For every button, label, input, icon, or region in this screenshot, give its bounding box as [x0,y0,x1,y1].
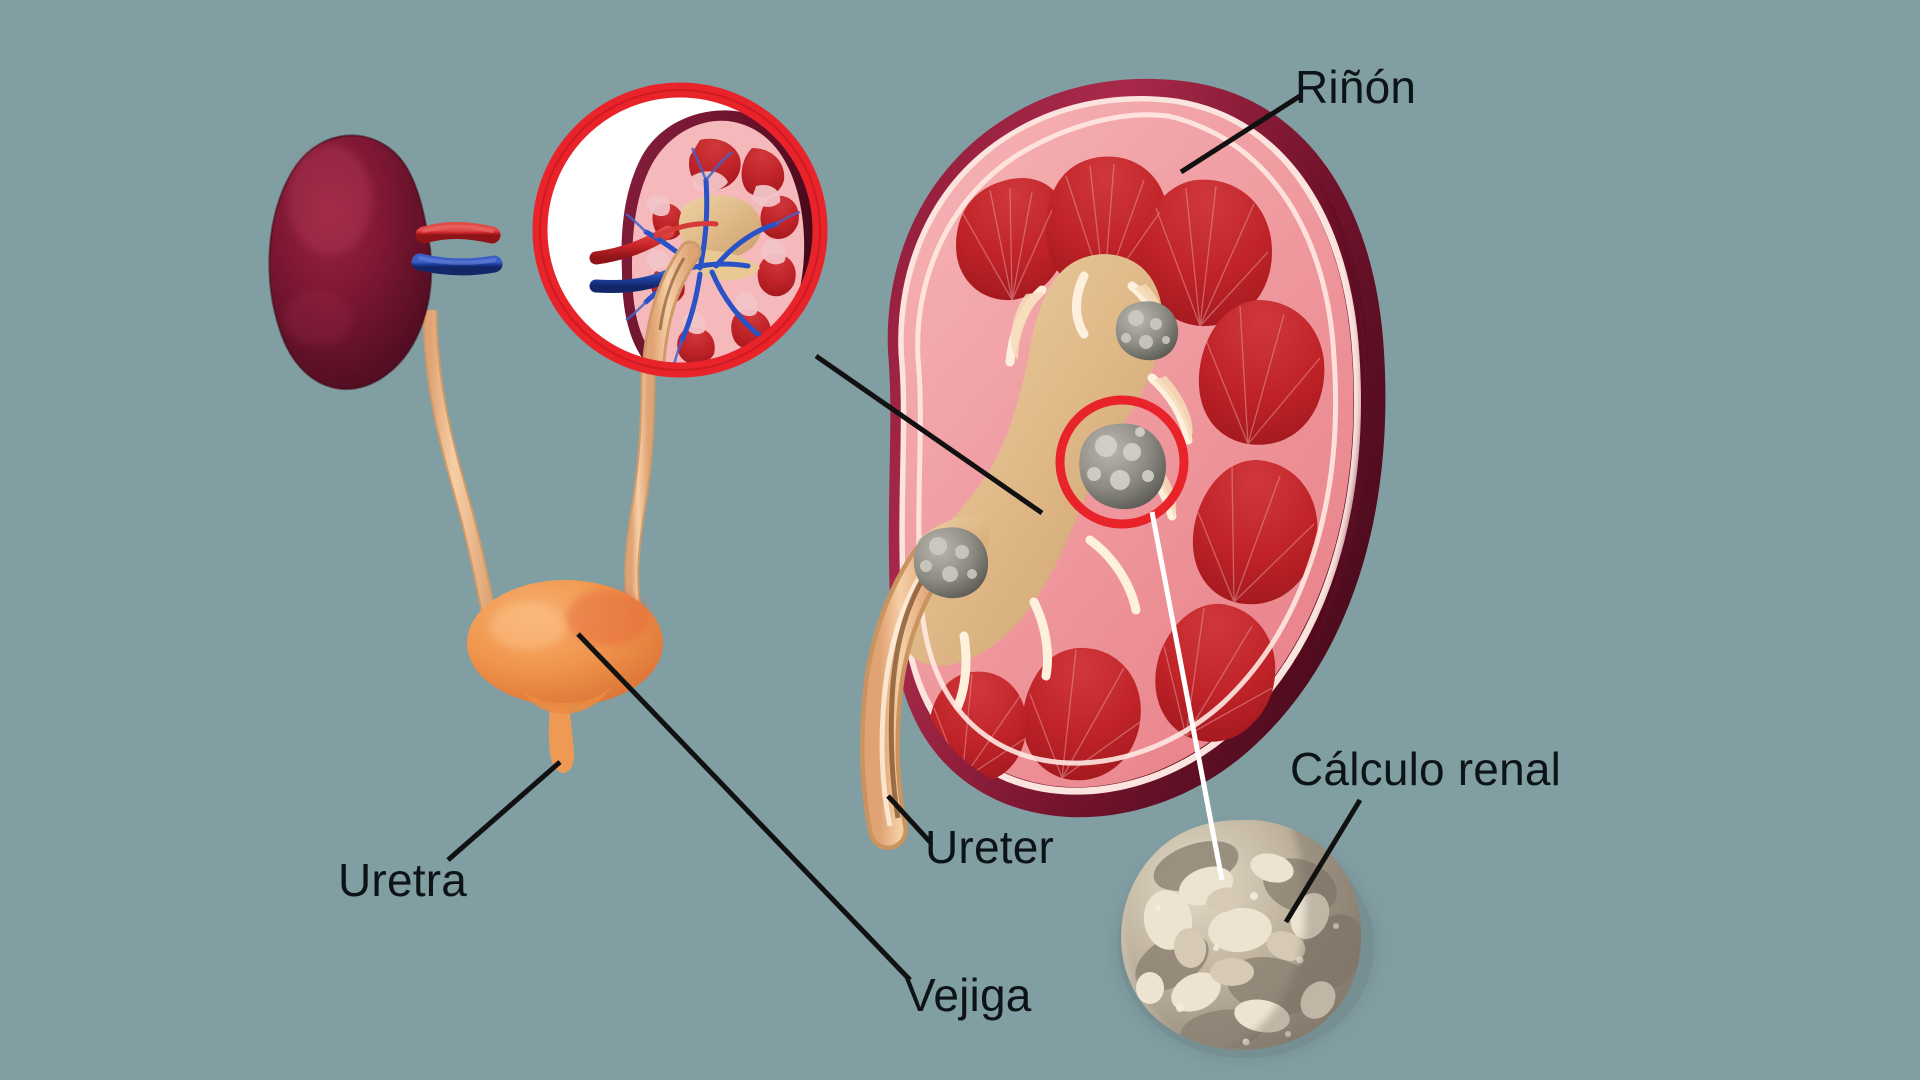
small-kidney-vessels [411,221,503,276]
leader-calculo [1283,798,1363,924]
stone-highlighted [1079,423,1166,510]
label-ureter: Ureter [925,821,1055,873]
small-kidney [268,134,433,391]
renal-pyramids [928,156,1325,783]
leader-vejiga [576,632,912,982]
stone-ureter [913,527,989,599]
leader-lines [446,93,1363,982]
leader-stone-white [1149,511,1225,881]
label-vejiga: Vejiga [905,969,1032,1021]
magnified-kidney-section [589,110,820,370]
leader-magnifier-to-kidney [814,353,1044,516]
renal-vein-small [411,253,503,276]
renal-artery-small [415,221,501,244]
label-calculo-renal: Cálculo renal [1290,743,1562,795]
mini-calyces [646,171,787,335]
leader-ureter [886,794,932,844]
large-kidney-section [860,78,1386,850]
label-uretra: Uretra [338,854,468,906]
ureter-left [424,309,496,622]
label-rinon: Riñón [1295,61,1417,113]
stone-pelvis-upper [1115,301,1179,361]
magnifier [532,82,828,378]
leader-uretra [446,760,562,862]
ureter-right [626,371,654,622]
small-kidney-highlight [288,145,372,255]
stone-highlight-circle [1055,395,1189,529]
enlarged-kidney-stone [1118,819,1374,1058]
cortex-border-line [915,112,1339,766]
leader-rinon [1179,93,1302,175]
kidney-stones [913,301,1179,599]
